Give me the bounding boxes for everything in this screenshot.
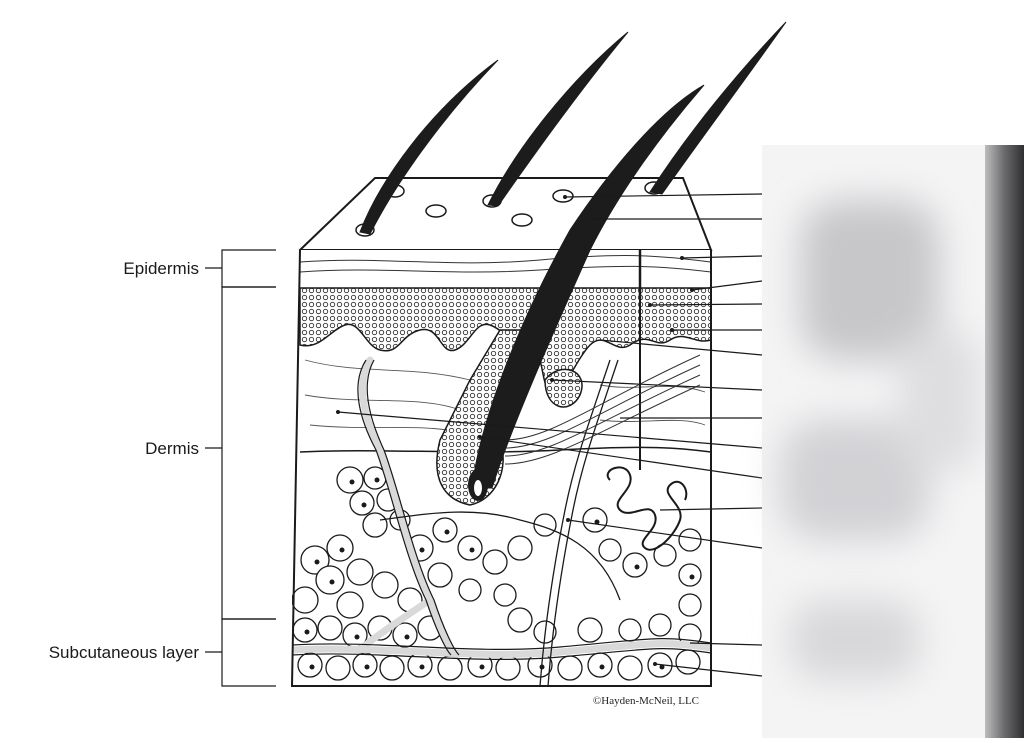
hair-shafts [359, 21, 787, 489]
sebaceous-gland [544, 368, 583, 408]
layer-brackets [205, 249, 276, 687]
epidermis-label: Epidermis [123, 259, 199, 278]
adipose-cells [292, 466, 702, 681]
blood-vessels [292, 356, 711, 659]
leader-lines [337, 193, 763, 677]
copyright-credit: ©Hayden-McNeil, LLC [593, 695, 699, 707]
sweat-gland [606, 250, 688, 551]
subcutaneous-layer-label: Subcutaneous layer [49, 643, 200, 662]
block-outline [290, 249, 712, 687]
redacted-label-panel [762, 145, 1024, 738]
dermis-label: Dermis [145, 439, 199, 458]
